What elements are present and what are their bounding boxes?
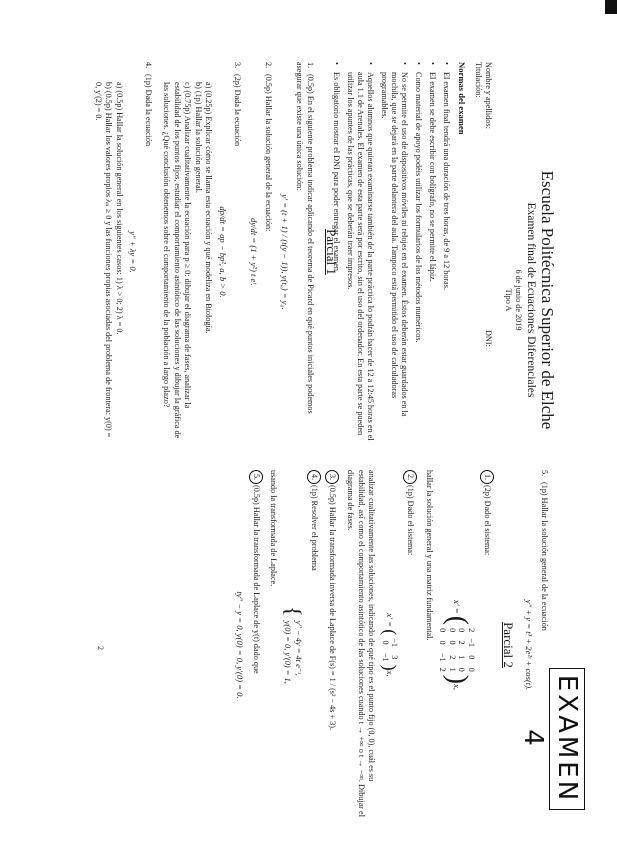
parcial2-title: Parcial 2 <box>501 622 516 668</box>
problem-text: (1p) Dada la ecuación <box>144 74 153 147</box>
problem-p1-5: 5. (1p) Hallar la solución general de la … <box>524 470 550 820</box>
circled-number: 4. <box>307 470 321 484</box>
problem-p2-5: 5.(0.5p) Hallar la transformada de Lapla… <box>235 470 264 820</box>
problem-equation: dy/dt = (1 + y²) t eᵗ. <box>249 218 259 286</box>
parcial1-section: Parcial 1 1.(0.5p) En el siguiente probl… <box>93 62 339 442</box>
problem-part: b) (1p) Hallar la solución general. <box>194 82 203 193</box>
problem-equation: ty″ − y = 0, y(0) = 0, y′(0) = 0. <box>235 591 246 699</box>
problem-part: b) (0.5p) Hallar los valores propios λₙ … <box>94 82 114 438</box>
problem-text: (2p) Dado el sistema: <box>483 485 492 556</box>
scan-edge-mark <box>605 0 617 14</box>
rule-item: Aquellos alumnos que quieran examinarse … <box>345 62 375 442</box>
name-field-label: Nombre y apellidos: <box>484 62 493 129</box>
problem-part: a) (0.5p) Hallar la solución general en … <box>115 82 124 335</box>
page-number: 2 <box>96 646 105 650</box>
dni-field-label: DNI: <box>484 330 493 347</box>
exam-type: Tipo A <box>504 288 513 312</box>
rule-item: No se permite el uso de dispositivos móv… <box>379 62 409 442</box>
handwritten-exam-label: EXAMEN 4 <box>518 668 585 810</box>
exam-subtitle: Examen final de Ecuaciones Diferenciales <box>525 202 537 398</box>
exam-date: 6 de junio de 2019 <box>514 269 523 331</box>
system-equation: { y″ − 4y = 4t e⁻ᵗ, y(0) = 0, y′(0) = 1, <box>280 606 306 684</box>
problem-number: 4. <box>144 62 153 69</box>
problem-p2-4: 4.(1p) Resolver el problema { y″ − 4y = … <box>268 470 321 820</box>
problem-p1-4: 4. (1p) Dada la ecuación y″ + λy = 0. a) … <box>93 62 153 442</box>
problem-text: (0.5p) Hallar la transformada de Laplace… <box>252 485 262 674</box>
matrix-lhs: x′ = <box>385 613 396 628</box>
rules-title: Normas del examen <box>457 62 467 135</box>
circled-number: 5. <box>249 470 264 484</box>
problem-text: hallar la solución general y una matriz … <box>425 470 434 641</box>
rule-item: Como material de apoyo podéis utilizar l… <box>413 62 423 442</box>
matrix-rhs: x, <box>385 670 396 677</box>
problem-text: (1p) Hallar la solución general de la ec… <box>540 482 549 631</box>
problem-text: (0.5p) Hallar la solución general de la … <box>264 74 274 232</box>
rule-item: El examen final tendrá una duración de t… <box>441 62 451 442</box>
problem-text: usando la transformada de Laplace. <box>269 470 278 587</box>
problem-text: (0.5p) Hallar la transformada inversa de… <box>328 485 337 731</box>
problem-text: analizar cualitativamente las soluciones… <box>346 470 377 817</box>
problem-number: 2. <box>264 62 274 69</box>
parcial2-section: 5. (1p) Hallar la solución general de la … <box>231 470 549 820</box>
problem-part: a) (0.25p) Explicar cómo se llama esta e… <box>204 82 214 334</box>
matrix-rhs: x, <box>452 684 463 691</box>
problem-p1-2: 2. (0.5p) Hallar la solución general de l… <box>249 62 274 442</box>
degree-field-label: Titulación: <box>474 62 483 98</box>
problem-text: (0.5p) En el siguiente problema indicar … <box>295 62 316 414</box>
institution-title: Escuela Politécnica Superior de Elche <box>538 170 557 430</box>
matrix-lhs: x′ = <box>452 599 463 614</box>
problem-p2-3: 3.(0.5p) Hallar la transformada inversa … <box>325 470 339 820</box>
circled-number: 3. <box>325 470 339 484</box>
problem-text: (1p) Resolver el problema <box>310 485 319 571</box>
circled-number: 1. <box>480 470 494 484</box>
circled-number: 2. <box>403 470 418 484</box>
problem-p1-1: 1.(0.5p) En el siguiente problema indica… <box>280 62 316 442</box>
problem-text: (1p) Dado el sistema: <box>406 485 416 556</box>
problem-number: 3. <box>233 62 243 69</box>
problem-equation: y″ + y = t³ + 2e²ᵗ + cos(t). <box>524 599 535 691</box>
problem-text: (2p) Dada la ecuación <box>233 74 243 147</box>
problem-equation: y″ + λy = 0. <box>128 231 139 273</box>
problem-number: 1. <box>306 62 315 69</box>
rule-item: El examen se debe escribir con bolígrafo… <box>427 62 437 442</box>
rules-list: El examen final tendrá una duración de t… <box>331 62 451 442</box>
parcial1-title: Parcial 1 <box>324 229 339 275</box>
rules-section: Normas del examen El examen final tendrá… <box>327 62 467 442</box>
problem-equation: y′ = (t + 1) / (t(y − 1)), y(t₀) = y₀. <box>280 194 290 310</box>
problem-equation: dp/dt = ap − bp², a, b > 0. <box>218 206 228 298</box>
problem-p1-3: 3. (2p) Dada la ecuación dp/dt = ap − bp²… <box>161 62 243 442</box>
problem-number: 5. <box>540 470 549 477</box>
problem-part: c) (0.75p) Analizar cualitativamente la … <box>162 82 193 439</box>
